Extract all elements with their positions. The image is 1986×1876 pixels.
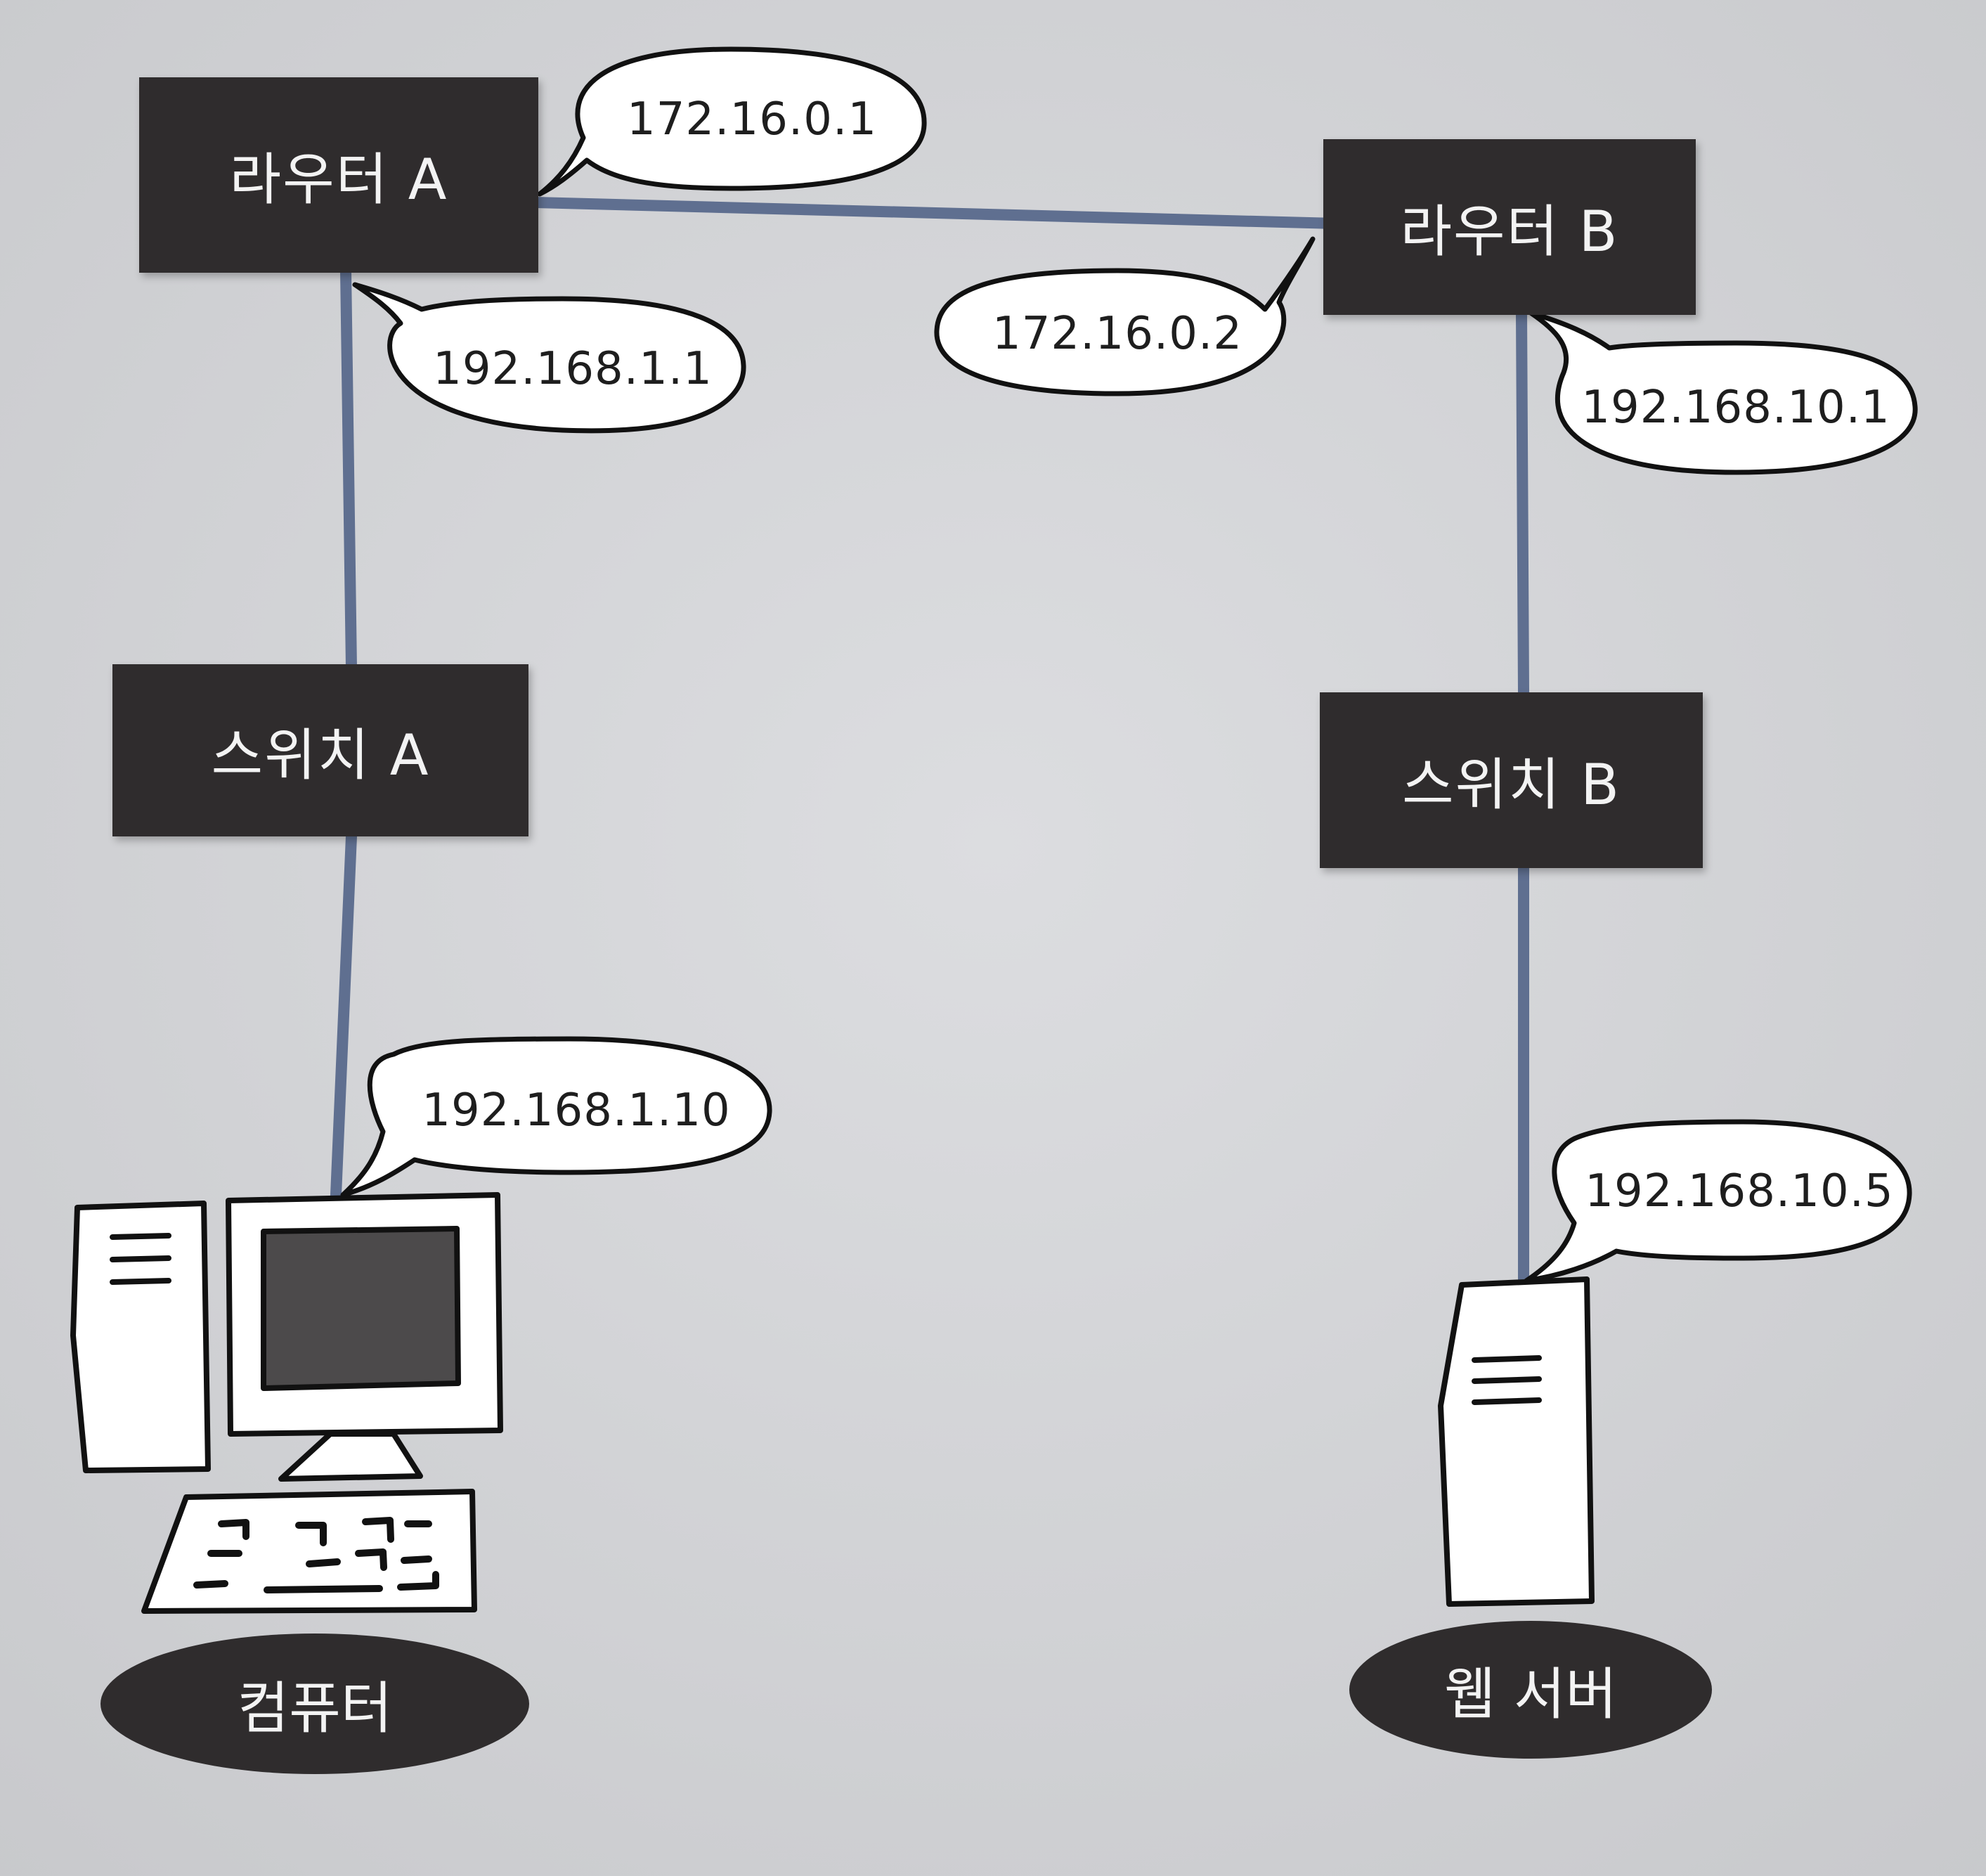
- computer-address: 192.168.1.10: [422, 1085, 731, 1137]
- switch-b-label: 스위치 B: [1401, 752, 1621, 817]
- switch-b: 스위치 B: [1320, 692, 1703, 868]
- bubble-router-b-lan: [1528, 310, 1918, 475]
- router-b-wan-address: 172.16.0.2: [992, 308, 1243, 360]
- bubble-router-a-lan: [352, 282, 746, 434]
- computer-keyboard: [141, 1489, 477, 1614]
- link-switch-a-computer: [330, 830, 358, 1201]
- computer-screen: [261, 1226, 461, 1391]
- bubble-web-server: [1524, 1119, 1912, 1283]
- computer-tower: [70, 1201, 211, 1473]
- router-a-label: 라우터 A: [229, 147, 448, 212]
- bubble-router-a-wan: [537, 46, 927, 197]
- router-a: 라우터 A: [139, 77, 538, 273]
- computer-stand: [278, 1431, 423, 1482]
- computer-label: 컴퓨터: [237, 1676, 393, 1741]
- switch-a-label: 스위치 A: [211, 722, 430, 788]
- network-links: [330, 196, 1530, 1285]
- endpoint-pills: [100, 1621, 1712, 1774]
- router-b-lan-address: 192.168.10.1: [1581, 382, 1890, 434]
- server-tower: [1438, 1276, 1595, 1607]
- pill-web-server: [1349, 1621, 1712, 1759]
- computer-icon: [70, 1192, 503, 1614]
- link-router-b-switch-b: [1515, 306, 1530, 699]
- switch-a: 스위치 A: [112, 664, 528, 836]
- server-icon: [1438, 1276, 1595, 1607]
- router-a-lan-address: 192.168.1.1: [433, 343, 713, 395]
- bubble-computer: [340, 1036, 772, 1198]
- link-router-a-switch-a: [339, 264, 358, 674]
- router-a-wan-address: 172.16.0.1: [626, 93, 878, 145]
- router-b: 라우터 B: [1323, 139, 1696, 315]
- address-bubbles: [340, 46, 1918, 1283]
- pill-computer: [100, 1634, 529, 1774]
- link-router-a-router-b: [528, 196, 1342, 230]
- web-server-label: 웹 서버: [1443, 1662, 1618, 1727]
- bubble-router-b-wan: [934, 236, 1316, 396]
- router-b-label: 라우터 B: [1400, 199, 1619, 264]
- web-server-address: 192.168.10.5: [1585, 1165, 1894, 1217]
